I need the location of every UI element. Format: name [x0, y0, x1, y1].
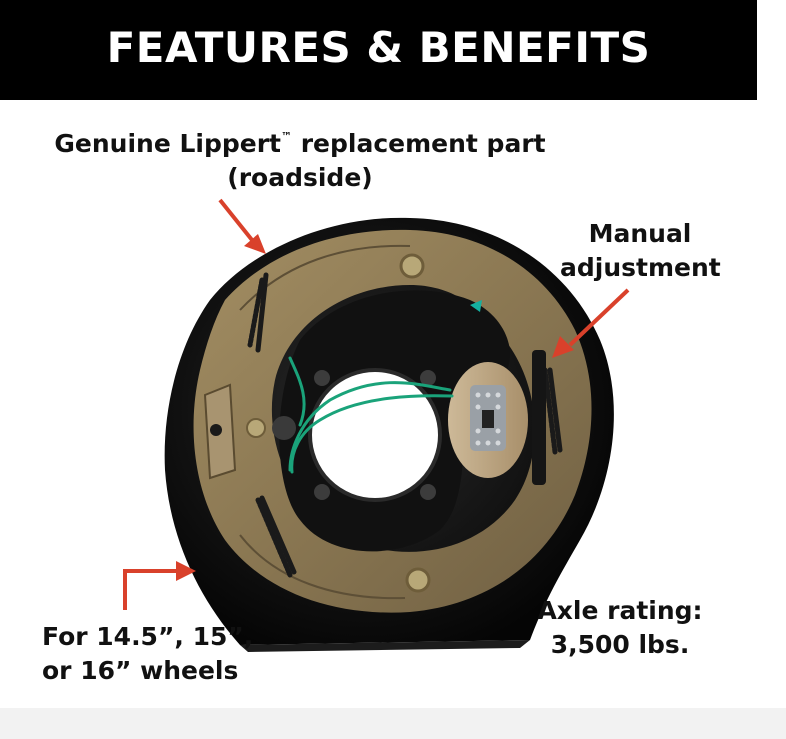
brake-shoes — [193, 229, 592, 613]
part-caption-line1-pre: Genuine Lippert — [54, 129, 281, 158]
axle-caption-line2: 3,500 lbs. — [550, 630, 690, 659]
bottom-margin — [0, 708, 786, 739]
wheel-arrow-line — [123, 569, 178, 610]
brake-springs — [247, 272, 563, 578]
banner-title: FEATURES & BENEFITS — [106, 22, 651, 72]
brake-magnet — [448, 362, 528, 478]
part-arrow-head — [244, 234, 266, 254]
trademark-symbol: ™ — [281, 130, 292, 143]
wheels-caption-line2: or 16” wheels — [42, 656, 239, 685]
axle-caption-line1: Axle rating: — [537, 596, 703, 625]
adjuster-arrow-head — [552, 336, 574, 358]
magnet-wires — [288, 356, 454, 474]
manual-caption-line1: Manual — [588, 219, 692, 248]
title-banner: FEATURES & BENEFITS — [0, 0, 757, 100]
right-margin — [757, 0, 786, 739]
axle-rating-caption: Axle rating: 3,500 lbs. — [520, 594, 720, 662]
wheel-size-caption: For 14.5”, 15”, or 16” wheels — [42, 620, 302, 688]
center-hub — [272, 290, 510, 552]
brake-hardware — [203, 253, 546, 593]
manual-caption-line2: adjustment — [560, 253, 721, 282]
part-caption-line1-post: replacement part — [292, 129, 546, 158]
manual-adjustment-caption: Manual adjustment — [560, 217, 721, 285]
callout-arrows — [123, 198, 630, 610]
part-caption-line2: (roadside) — [227, 163, 373, 192]
adjuster-arrow-line — [568, 288, 630, 347]
part-arrow-line — [218, 198, 254, 242]
wheels-caption-line1: For 14.5”, 15”, — [42, 622, 254, 651]
wheel-arrow-head — [176, 561, 196, 581]
part-caption: Genuine Lippert™ replacement part (roads… — [20, 120, 580, 195]
